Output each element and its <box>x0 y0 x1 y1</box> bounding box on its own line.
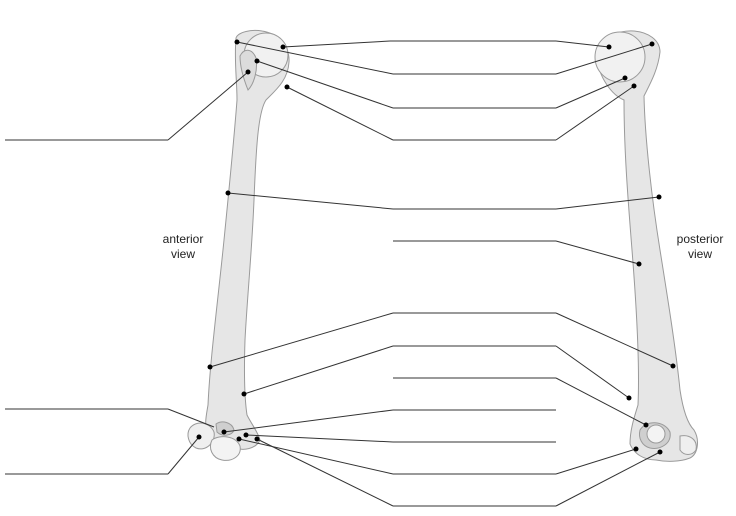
leader-line <box>256 60 394 109</box>
leader-lines <box>167 40 674 507</box>
posterior-humeral-head <box>594 31 646 83</box>
leader-line <box>167 408 215 428</box>
anterior-view-label-line1: anterior <box>162 232 204 246</box>
anterior-view-label: anterior view <box>150 232 216 262</box>
leader-dot <box>280 44 286 50</box>
leader-dot <box>221 429 227 435</box>
leader-line <box>555 43 653 75</box>
leader-dot <box>633 446 639 452</box>
leader-line <box>555 312 674 367</box>
leader-dot <box>636 261 642 267</box>
leader-line <box>227 192 394 210</box>
leader-dot <box>234 39 240 45</box>
leader-line <box>555 448 637 475</box>
leader-line <box>555 451 661 507</box>
leader-line <box>256 438 394 507</box>
leader-line <box>555 40 610 48</box>
leader-line <box>555 77 626 109</box>
leader-line <box>555 345 630 399</box>
leader-dot <box>606 44 612 50</box>
leader-dot <box>245 69 251 75</box>
posterior-humerus <box>594 30 698 462</box>
anterior-coronoid-fossa <box>215 421 235 436</box>
anterior-humerus <box>187 29 290 461</box>
leader-dot <box>643 422 649 428</box>
leader-line <box>223 409 394 433</box>
anterior-humerus-shaft <box>205 29 290 450</box>
posterior-view-label-line1: posterior <box>676 232 724 246</box>
posterior-view-label: posterior view <box>664 232 736 262</box>
leader-dot <box>254 436 260 442</box>
leader-dot <box>656 194 662 200</box>
posterior-view-label-line2: view <box>687 247 712 261</box>
leader-line <box>282 40 391 48</box>
leader-line <box>245 434 394 443</box>
anterior-capitulum <box>209 436 241 461</box>
leader-dot <box>657 449 663 455</box>
leader-dot <box>284 84 290 90</box>
posterior-medial-epicondyle <box>679 435 697 455</box>
leader-dot <box>225 190 231 196</box>
leader-line <box>167 436 200 475</box>
leader-line <box>555 240 640 265</box>
leader-dot <box>649 41 655 47</box>
leader-dot <box>236 436 242 442</box>
label-lines <box>5 40 556 507</box>
leader-line <box>555 85 635 141</box>
leader-line <box>243 345 394 395</box>
leader-dots <box>196 39 676 455</box>
leader-dot <box>622 75 628 81</box>
leader-dot <box>626 395 632 401</box>
leader-dot <box>243 432 249 438</box>
leader-line <box>555 196 660 210</box>
posterior-humerus-shaft <box>595 30 698 462</box>
leader-line <box>238 438 394 475</box>
posterior-trochlea <box>646 424 666 444</box>
leader-dot <box>241 391 247 397</box>
leader-line <box>236 41 394 75</box>
leader-dot <box>670 363 676 369</box>
leader-line <box>209 312 394 368</box>
leader-dot <box>254 58 260 64</box>
leader-line <box>286 86 394 141</box>
leader-line <box>167 71 249 141</box>
leader-dot <box>631 83 637 89</box>
leader-dot <box>196 434 202 440</box>
leader-dot <box>207 364 213 370</box>
leader-line <box>555 377 647 426</box>
anterior-view-label-line2: view <box>170 247 195 261</box>
